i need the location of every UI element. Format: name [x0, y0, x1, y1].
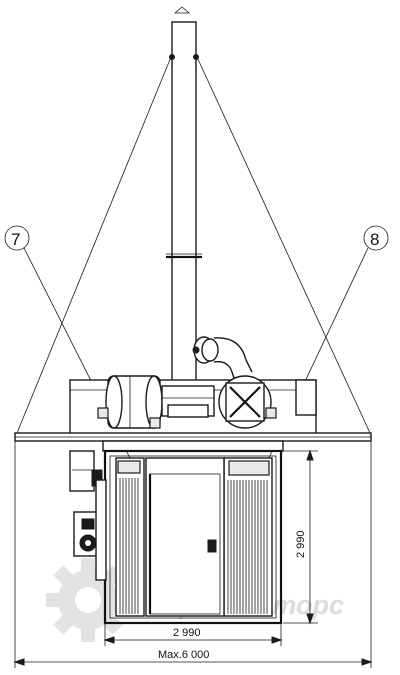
dimension-height-text: 2 990 [295, 530, 307, 558]
callout-7-label: 7 [11, 230, 20, 249]
callout-8-label: 8 [370, 230, 379, 249]
radiator-fan [218, 375, 277, 429]
dimension-max: Max.6 000 [13, 441, 373, 668]
exhaust-housing [161, 385, 215, 418]
dimension-width: 2 990 [103, 623, 283, 646]
dimension-max-text: Max.6 000 [158, 649, 209, 661]
exhaust-elbow [192, 336, 253, 379]
guy-wires [16, 56, 371, 434]
silencer [97, 375, 163, 429]
container-body [103, 449, 283, 625]
dimension-height: 2 990 [283, 449, 318, 625]
exhaust-chimney [166, 6, 202, 387]
right-louver-grille [227, 480, 268, 614]
left-louver-grille [119, 478, 139, 614]
dimension-width-text: 2 990 [173, 627, 201, 639]
container-roof [14, 432, 372, 452]
side-equipment [69, 450, 107, 581]
